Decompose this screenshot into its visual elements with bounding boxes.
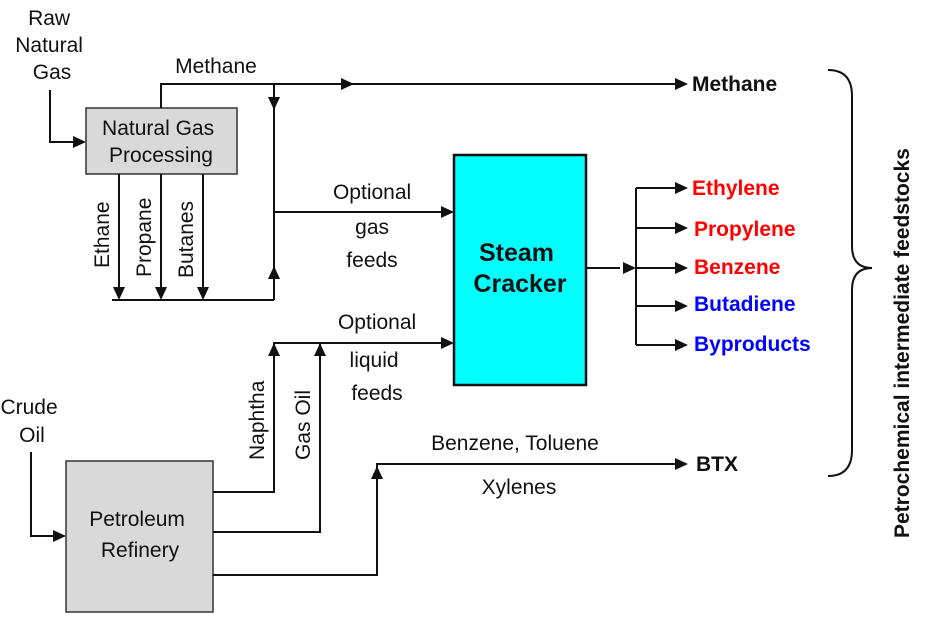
liquid-feed-arrowhead [441, 337, 454, 349]
btx-flow-line [213, 463, 676, 576]
optional-liquid-feeds-line-1: Optional [338, 311, 416, 334]
benzene-arrowhead [675, 262, 688, 274]
natural-gas-processing-line-1: Natural Gas [102, 117, 214, 140]
optional-liquid-feeds-line-3: feeds [351, 382, 402, 405]
natural-gas-processing-rect [85, 107, 238, 175]
natural-gas-processing-line-2: Processing [109, 144, 213, 167]
feedstocks-brace [827, 69, 873, 477]
petroleum-refinery-text: Petroleum Refinery [89, 508, 191, 562]
natural-gas-processing-box: Natural Gas Processing [85, 107, 238, 175]
naphtha-arrowhead [268, 343, 280, 356]
propylene-arrowhead [675, 222, 688, 234]
propane-stream-label: Propane [133, 198, 156, 277]
crude-oil-arrowhead [53, 530, 66, 542]
byproducts-arrowhead [675, 339, 688, 351]
optional-gas-feeds-line-2: gas [355, 216, 389, 239]
optional-liquid-feeds-line-2: liquid [350, 349, 399, 372]
crude-oil-label: Crude Oil [0, 396, 63, 447]
raw-natural-gas-label: Raw Natural Gas [15, 7, 89, 84]
raw-natural-gas-line-1: Raw [28, 7, 71, 30]
gas-oil-arrowhead [314, 343, 326, 356]
ethane-arrowhead [113, 287, 125, 300]
gas-feed-arrowhead [441, 206, 454, 218]
crude-oil-flow-line [30, 452, 54, 537]
petroleum-refinery-line-2: Refinery [101, 539, 180, 562]
petroleum-refinery-line-1: Petroleum [89, 508, 185, 531]
propylene-output-label: Propylene [694, 218, 796, 241]
cracker-output-arrowhead [623, 262, 636, 274]
gas-oil-stream-label: Gas Oil [292, 390, 315, 460]
optional-liquid-feeds-label: Optional liquid feeds [338, 311, 422, 405]
btx-output-label: BTX [696, 453, 738, 476]
optional-gas-feeds-label: Optional gas feeds [333, 181, 417, 272]
petroleum-refinery-rect [65, 460, 214, 613]
butadiene-output-label: Butadiene [694, 293, 796, 316]
byproducts-output-label: Byproducts [694, 333, 811, 356]
ethane-stream-label: Ethane [91, 201, 114, 268]
benzene-output-label: Benzene [694, 256, 780, 279]
methane-flow-line [160, 83, 676, 108]
raw-gas-arrowhead [73, 136, 86, 148]
ethylene-arrowhead [675, 182, 688, 194]
steam-cracker-line-2: Cracker [473, 270, 566, 298]
butanes-arrowhead [197, 287, 209, 300]
petrochemical-feedstocks-label: Petrochemical intermediate feedstocks [891, 148, 914, 538]
steam-cracker-rect [452, 153, 588, 387]
steam-cracker-text: Steam Cracker [473, 239, 566, 298]
btx-up-arrowhead [371, 466, 383, 479]
methane-end-arrowhead [675, 78, 688, 90]
steam-cracker-line-1: Steam [479, 239, 554, 267]
raw-natural-gas-line-3: Gas [33, 61, 72, 84]
btx-stream-label-line-2: Xylenes [482, 476, 557, 499]
methane-mid-arrowhead [341, 78, 354, 90]
naphtha-flow-line [213, 342, 442, 493]
butanes-stream-label: Butanes [175, 201, 198, 278]
ethylene-output-label: Ethylene [692, 177, 780, 200]
naphtha-stream-label: Naphtha [246, 380, 269, 460]
methane-stream-label: Methane [175, 55, 257, 78]
raw-gas-flow-line [49, 90, 74, 143]
petroleum-refinery-box: Petroleum Refinery [65, 460, 214, 613]
gas-oil-flow-line [213, 343, 321, 533]
raw-natural-gas-line-2: Natural [15, 34, 83, 57]
methane-output-label: Methane [692, 73, 777, 96]
gas-trunk-arrowhead [268, 97, 280, 110]
optional-gas-feeds-line-1: Optional [333, 181, 411, 204]
steam-cracker-box: Steam Cracker [452, 153, 588, 387]
butadiene-arrowhead [675, 300, 688, 312]
btx-stream-label-line-1: Benzene, Toluene [431, 432, 599, 455]
natural-gas-processing-text: Natural Gas Processing [102, 117, 220, 167]
propane-arrowhead [155, 287, 167, 300]
optional-gas-feeds-line-3: feeds [346, 249, 397, 272]
gas-trunk-up-arrowhead [268, 266, 280, 279]
btx-end-arrowhead [675, 458, 688, 470]
crude-oil-line-2: Oil [19, 424, 45, 447]
crude-oil-line-1: Crude [0, 396, 57, 419]
